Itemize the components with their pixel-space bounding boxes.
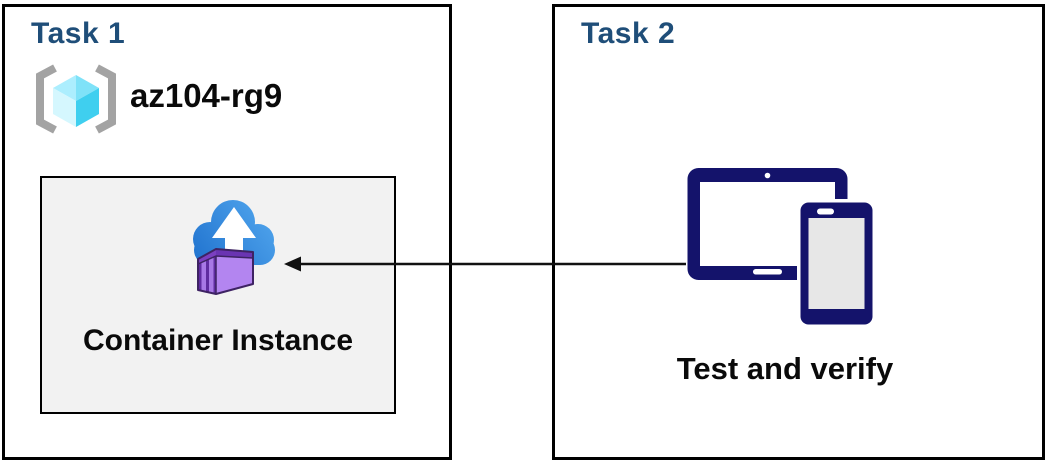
connector-arrow bbox=[284, 256, 686, 272]
devices-label: Test and verify bbox=[676, 351, 894, 386]
resource-group-icon bbox=[36, 64, 116, 134]
phone-icon bbox=[797, 199, 876, 328]
container-instance-icon bbox=[193, 200, 275, 295]
task2-box: Task 2 Test and verify bbox=[552, 4, 1045, 460]
task2-title: Task 2 bbox=[581, 17, 676, 50]
container-instance-label: Container Instance bbox=[82, 324, 354, 357]
resource-group-name: az104-rg9 bbox=[130, 77, 283, 114]
container-cube bbox=[197, 248, 254, 295]
task1-box: Task 1 az104-rg9 bbox=[2, 4, 452, 460]
devices-icon bbox=[687, 168, 876, 328]
container-instance-box: Container Instance bbox=[40, 176, 396, 414]
task1-title: Task 1 bbox=[31, 17, 126, 50]
upload-arrow-icon bbox=[212, 207, 256, 265]
